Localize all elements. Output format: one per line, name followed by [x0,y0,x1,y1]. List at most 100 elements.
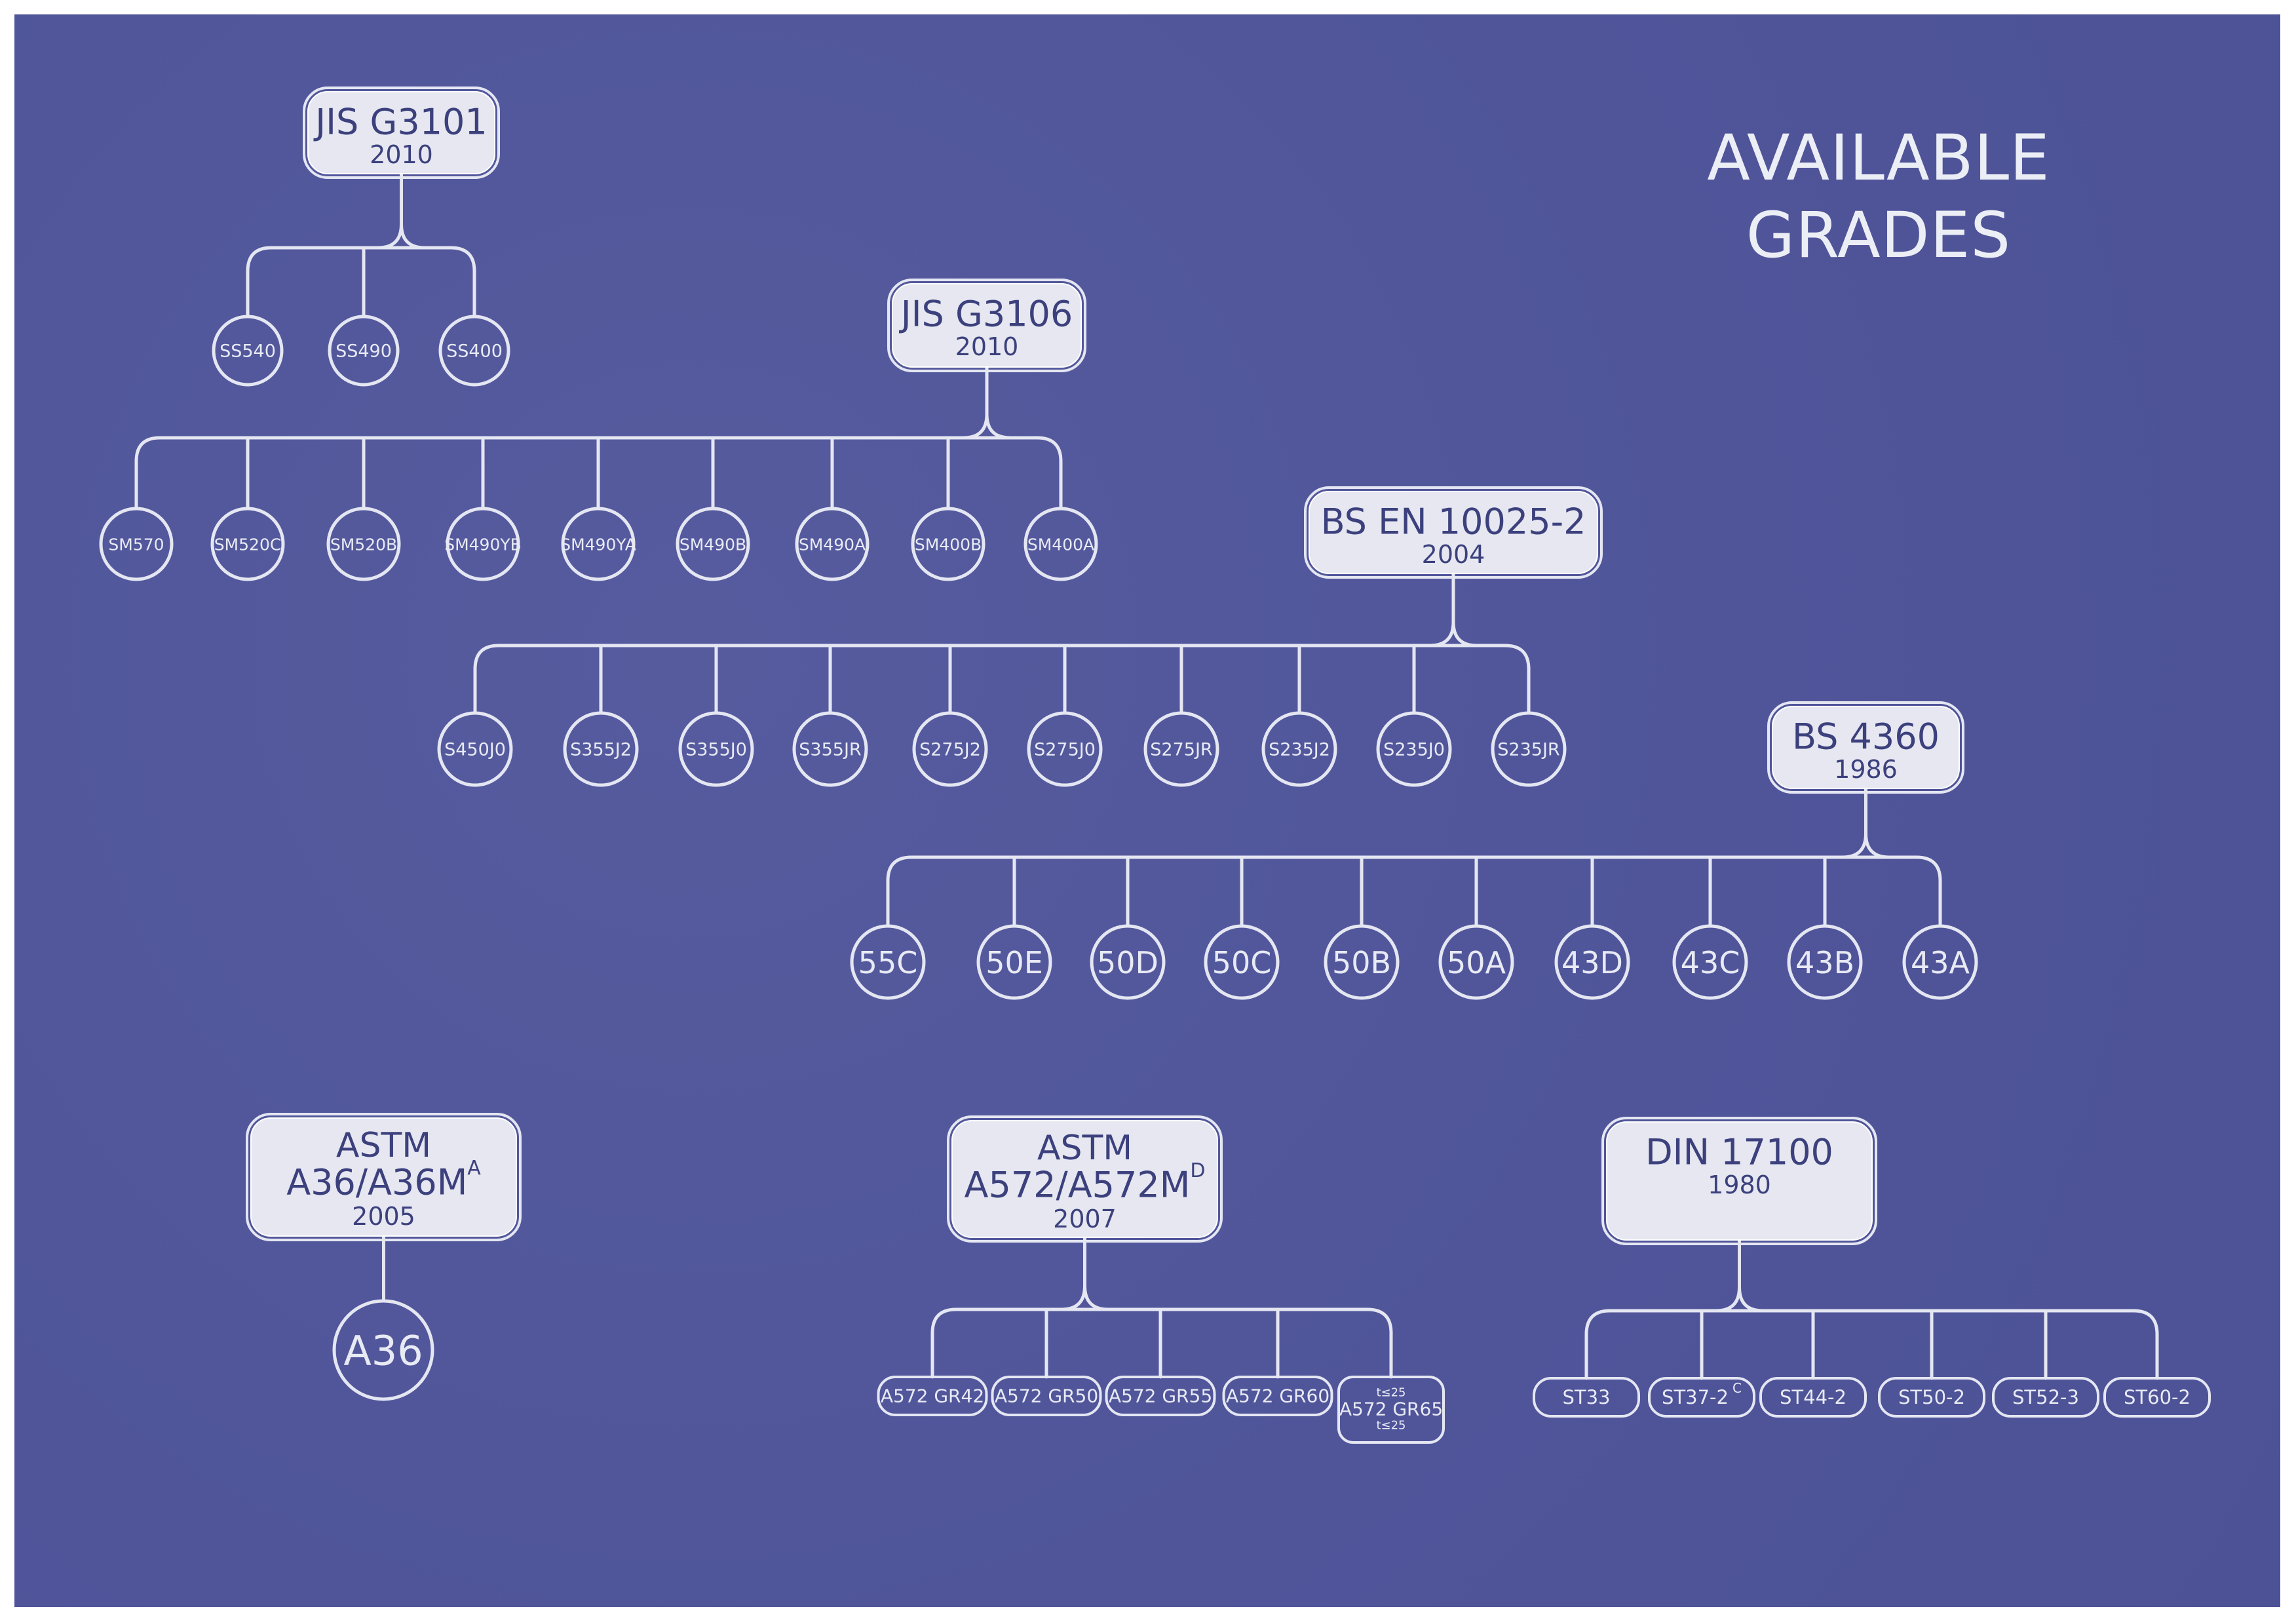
grade-label: A572 GR42 [881,1385,984,1407]
grade-st50-2: ST50-2 [1878,1377,1985,1418]
grade-label: A572 GR60 [1226,1385,1330,1407]
grade-s355j2: S355J2 [563,711,639,787]
grade-st60-2: ST60-2 [2103,1377,2211,1418]
grade-55c: 55C [850,924,926,1000]
grade-50c: 50C [1204,924,1280,1000]
footnote-superscript: C [1732,1380,1742,1396]
standard-name: BS 4360 [1792,716,1940,758]
grade-label: SS540 [220,341,276,362]
standard-year: 2004 [1422,540,1485,569]
grade-label: SM400B [915,535,982,554]
standard-name: ASTM [336,1126,431,1165]
grade-label: S275J0 [1034,740,1096,760]
grade-s355j0: S355J0 [678,711,754,787]
grade-sm400b: SM400B [911,507,985,581]
grade-50e: 50E [976,924,1052,1000]
grade-sm490yb: SM490YB [444,507,522,581]
grade-s275jr: S275JR [1143,711,1219,787]
standard-year: 2005 [352,1202,415,1231]
standard-name: JIS G3106 [899,294,1073,335]
diagram-panel: AVAILABLE GRADES [14,14,2280,1607]
standard-designation: A36/A36MA [286,1157,481,1203]
grade-label: S235J0 [1383,740,1445,760]
grade-label: S355JR [799,740,861,760]
grade-label: SM490YA [560,535,636,554]
grade-label: 43B [1795,945,1854,980]
grade-label: 50D [1097,945,1158,980]
grade-a36: A36 [332,1299,434,1401]
grade-s235jr: S235JR [1491,711,1567,787]
grade-a572-gr55: A572 GR55 [1105,1376,1216,1416]
standard-name: DIN 17100 [1645,1132,1833,1173]
grade-label: A572 GR65 [1339,1399,1443,1420]
grade-label: S450J0 [444,740,506,760]
grade-43c: 43C [1672,924,1748,1000]
grade-sm400a: SM400A [1024,507,1098,581]
grade-label: 55C [858,945,918,980]
grade-s450j0: S450J0 [437,711,513,787]
footnote-superscript: A [467,1157,481,1180]
grade-ss400: SS400 [438,315,510,387]
grade-sm490ya: SM490YA [560,507,636,581]
grade-a572-gr50: A572 GR50 [991,1376,1102,1416]
grade-label: ST60-2 [2124,1386,2191,1408]
grade-label: SM520B [330,535,397,554]
footnote-superscript: D [1190,1159,1205,1182]
grade-label: 43C [1681,945,1740,980]
grade-label: A572 GR50 [995,1385,1098,1407]
grade-label: SS490 [335,341,392,362]
grade-label: 50B [1332,945,1391,980]
grade-a572-gr42: A572 GR42 [877,1376,988,1416]
grade-50d: 50D [1090,924,1166,1000]
grade-label: SM490YB [444,535,522,554]
grade-label: ST52-3 [2012,1386,2079,1408]
grade-label: A36 [343,1327,423,1375]
standard-year: 2007 [1053,1205,1117,1233]
grade-label: A572 GR55 [1109,1385,1212,1407]
grade-st52-3: ST52-3 [1992,1377,2099,1418]
grade-s235j2: S235J2 [1261,711,1337,787]
grade-a572-gr60: A572 GR60 [1222,1376,1333,1416]
standard-name: JIS G3101 [313,102,488,143]
connector-lines [930,1235,1393,1379]
grade-s235j0: S235J0 [1376,711,1452,787]
standard-name: ASTM [1037,1129,1132,1168]
title-line-2: GRADES [1746,199,2012,272]
page-title: AVAILABLE GRADES [1692,119,2065,274]
connector-lines [473,571,1531,715]
grade-sm520c: SM520C [210,507,285,581]
grade-st44-2: ST44-2 [1759,1377,1867,1418]
connector-lines [1584,1238,2159,1380]
grade-ss490: SS490 [328,315,400,387]
grade-sm490a: SM490A [795,507,870,581]
grade-label: 43A [1911,945,1970,980]
connector-lines [886,786,1942,928]
grade-label: ST44-2 [1780,1386,1846,1408]
grade-label: S235J2 [1269,740,1330,760]
grade-label: 50E [985,945,1043,980]
grade-label: S275JR [1150,740,1212,760]
grade-st33: ST33 [1533,1377,1640,1418]
grade-label: S235JR [1497,740,1559,760]
grade-label: SS400 [446,341,503,362]
grade-label: SM400A [1027,535,1094,554]
grade-50b: 50B [1324,924,1400,1000]
grade-note-bottom: t≤25 [1376,1419,1406,1433]
grade-43b: 43B [1787,924,1863,1000]
grade-label: S275J2 [919,740,981,760]
